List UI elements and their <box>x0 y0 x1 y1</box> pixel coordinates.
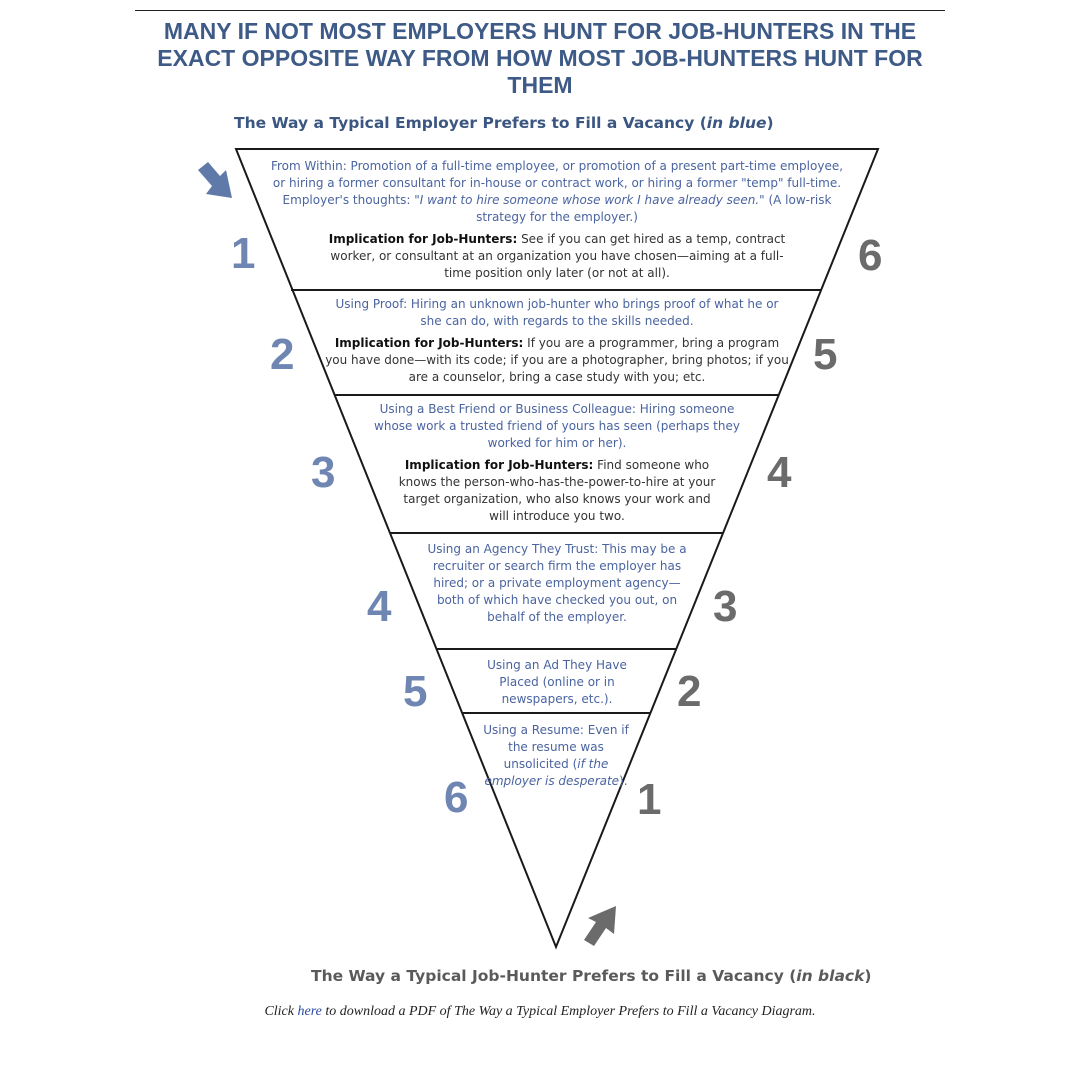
jobhunter-rank-6: 6 <box>858 231 883 280</box>
jobhunter-rank-5: 5 <box>813 330 838 379</box>
level-1-implication: Implication for Job-Hunters: See if you … <box>328 232 786 280</box>
level-2-block: Using Proof: Hiring an unknown job-hunte… <box>325 296 789 386</box>
page-title: MANY IF NOT MOST EMPLOYERS HUNT FOR JOB-… <box>157 18 923 98</box>
triangle-outline <box>234 148 880 950</box>
level-1-block: From Within: Promotion of a full-time em… <box>268 158 846 282</box>
arrow-down-right-icon <box>198 162 232 198</box>
level-3-implication: Implication for Job-Hunters: Find someon… <box>398 458 716 523</box>
level-3-block: Using a Best Friend or Business Colleagu… <box>362 401 752 525</box>
level-6-strategy: Using a Resume: Even if the resume was u… <box>483 723 629 788</box>
jobhunter-rank-2: 2 <box>677 667 702 716</box>
employer-rank-2: 2 <box>270 330 295 379</box>
level-3-strategy: Using a Best Friend or Business Colleagu… <box>374 402 740 450</box>
level-1-strategy: From Within: Promotion of a full-time em… <box>270 159 844 224</box>
employer-rank-3: 3 <box>311 448 336 497</box>
jobhunter-rank-1: 1 <box>637 775 662 824</box>
employer-rank-5: 5 <box>403 667 428 716</box>
top-rule <box>135 10 945 11</box>
employer-caption: The Way a Typical Employer Prefers to Fi… <box>234 114 774 132</box>
employer-rank-6: 6 <box>444 773 469 822</box>
jobhunter-rank-4: 4 <box>767 448 792 497</box>
employer-rank-4: 4 <box>367 582 392 631</box>
level-2-strategy: Using Proof: Hiring an unknown job-hunte… <box>335 297 779 328</box>
jobhunter-rank-3: 3 <box>713 582 738 631</box>
level-4-strategy: Using an Agency They Trust: This may be … <box>427 542 687 624</box>
jobhunter-caption: The Way a Typical Job-Hunter Prefers to … <box>311 967 872 985</box>
level-5-strategy: Using an Ad They Have Placed (online or … <box>487 658 627 706</box>
level-2-implication: Implication for Job-Hunters: If you are … <box>325 336 789 384</box>
arrow-up-right-icon <box>584 906 616 946</box>
download-link[interactable]: here <box>297 1004 322 1019</box>
download-note: Click here to download a PDF of The Way … <box>264 1004 816 1019</box>
employer-rank-1: 1 <box>231 229 256 278</box>
